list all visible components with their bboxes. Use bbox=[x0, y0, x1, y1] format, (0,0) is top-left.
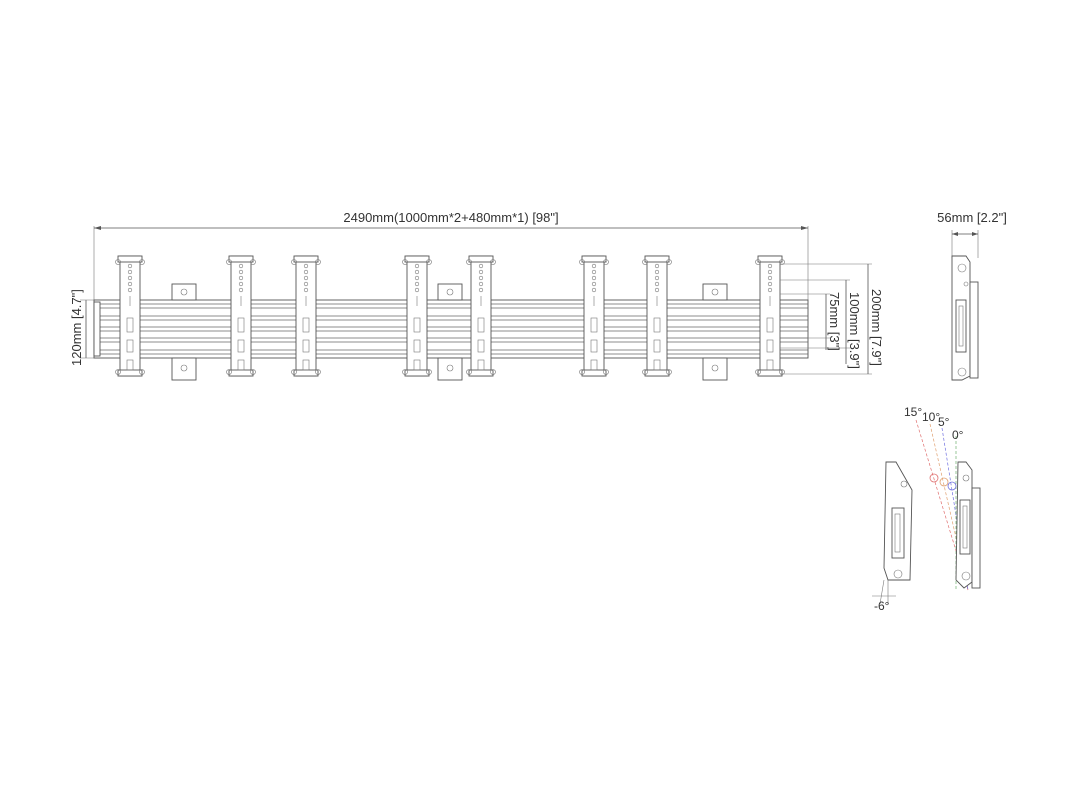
tilt-5-label: 5° bbox=[938, 415, 950, 429]
tilt-negative-label: -6° bbox=[874, 599, 890, 613]
tilt-10-label: 10° bbox=[922, 410, 940, 424]
hole-100-label: 100mm [3.9"] bbox=[847, 292, 862, 369]
rail-height-label: 120mm [4.7"] bbox=[69, 289, 84, 366]
vertical-arms bbox=[115, 255, 785, 377]
tilt-0-label: 0° bbox=[952, 428, 964, 442]
hole-200-label: 200mm [7.9"] bbox=[869, 289, 884, 366]
rail-assembly bbox=[93, 255, 809, 381]
overall-width-dimension: 2490mm(1000mm*2+480mm*1) [98"] bbox=[93, 210, 809, 300]
hole-spacing-dimensions: 200mm [7.9"] 100mm [3.9"] 75mm [3"] bbox=[780, 263, 884, 375]
hole-75-label: 75mm [3"] bbox=[827, 292, 842, 351]
small-bracket bbox=[437, 283, 463, 381]
rail-grooves bbox=[94, 303, 808, 355]
overall-width-label: 2490mm(1000mm*2+480mm*1) [98"] bbox=[343, 210, 558, 225]
vertical-arm bbox=[755, 255, 785, 377]
tilt-15-label: 15° bbox=[904, 405, 922, 419]
small-bracket bbox=[171, 283, 197, 381]
vertical-arm bbox=[402, 255, 432, 377]
vertical-arm bbox=[291, 255, 321, 377]
tilt-view-positive: 15° 10° 5° 0° bbox=[904, 405, 981, 591]
vertical-arm bbox=[579, 255, 609, 377]
vertical-arm bbox=[226, 255, 256, 377]
depth-label: 56mm [2.2"] bbox=[937, 210, 1007, 225]
vertical-arm bbox=[115, 255, 145, 377]
tilt-view-negative: -6° bbox=[872, 461, 913, 613]
small-bracket bbox=[702, 283, 728, 381]
vertical-arm bbox=[642, 255, 672, 377]
side-view: 56mm [2.2"] bbox=[937, 210, 1007, 381]
vertical-arm bbox=[466, 255, 496, 377]
